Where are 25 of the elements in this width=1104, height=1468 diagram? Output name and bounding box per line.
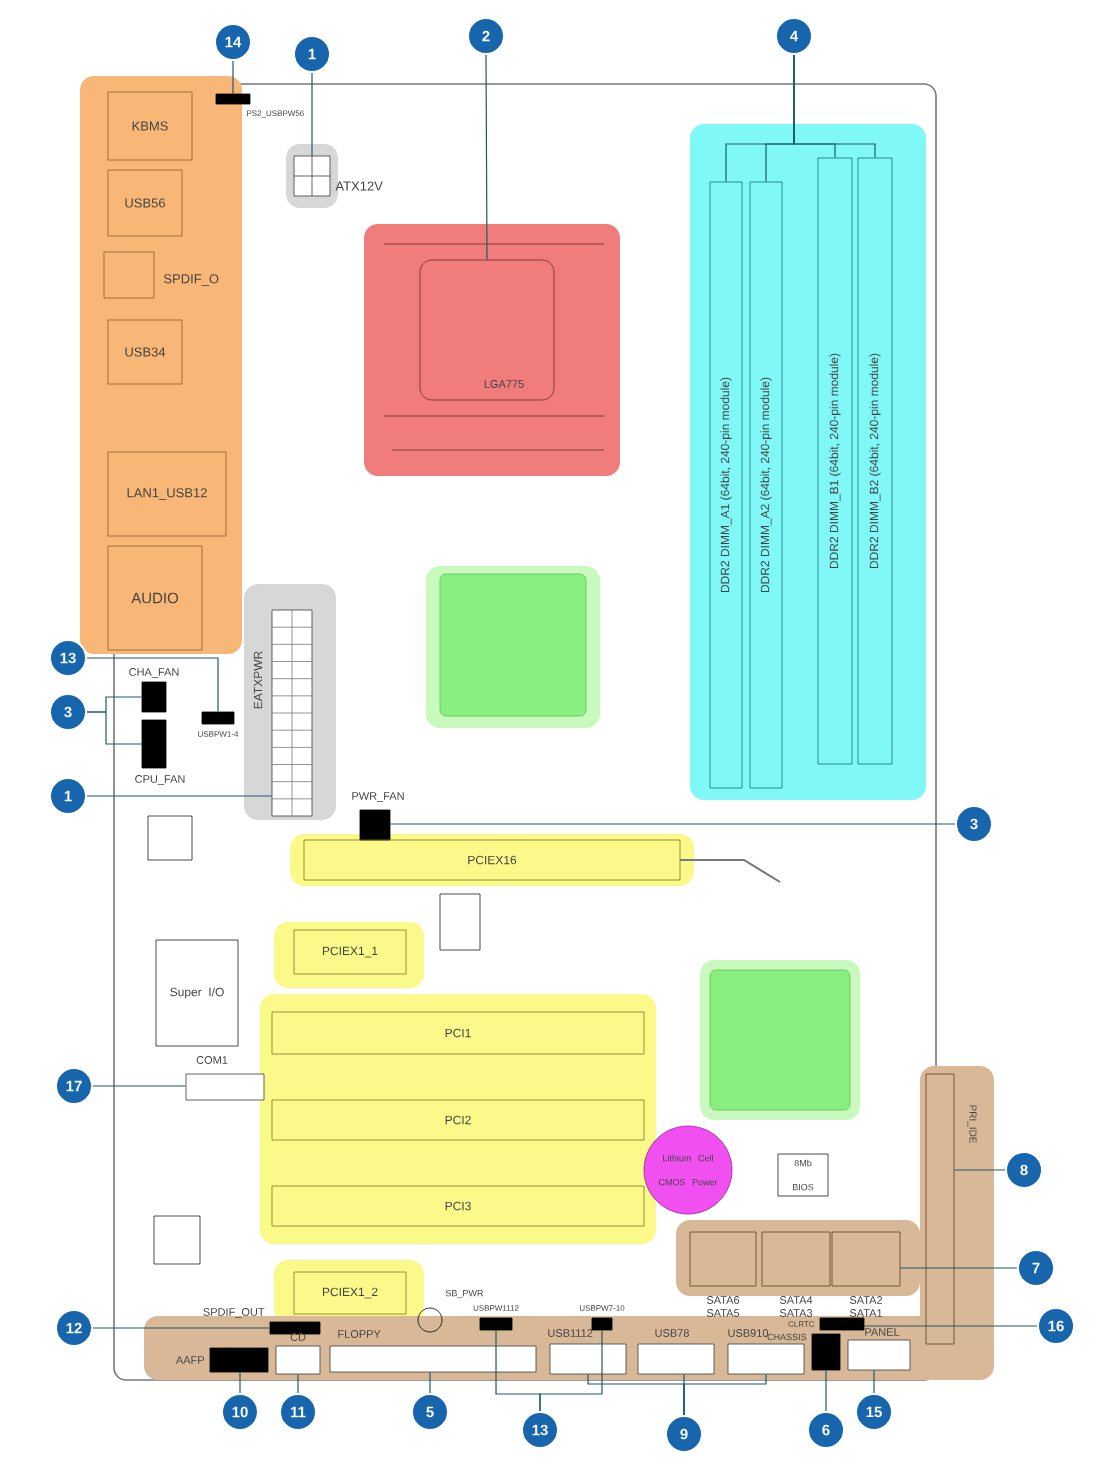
leader-line [297,1373,299,1394]
leader-line [683,1373,767,1416]
chip [439,893,481,951]
leader-line [389,823,956,825]
leader-line [863,1325,1038,1327]
leader-line [429,1371,431,1394]
chipset [709,969,851,1111]
leader-line [953,1169,1006,1171]
chip [147,815,193,861]
leader-line [873,1369,875,1394]
leader-line [539,1329,603,1412]
leader-line [86,711,143,745]
leader-line [92,1327,271,1329]
leader-line [793,54,876,159]
leader-line [485,54,488,261]
leader-line [232,60,234,95]
leader-line [899,1267,1018,1269]
leader-line [86,795,273,797]
leader-line [311,72,313,157]
leader-line [825,1369,827,1412]
leader-line [92,1085,187,1087]
leader-line [86,657,219,713]
chipset [439,573,587,717]
leader-line [239,1371,241,1394]
chip [153,1215,201,1265]
